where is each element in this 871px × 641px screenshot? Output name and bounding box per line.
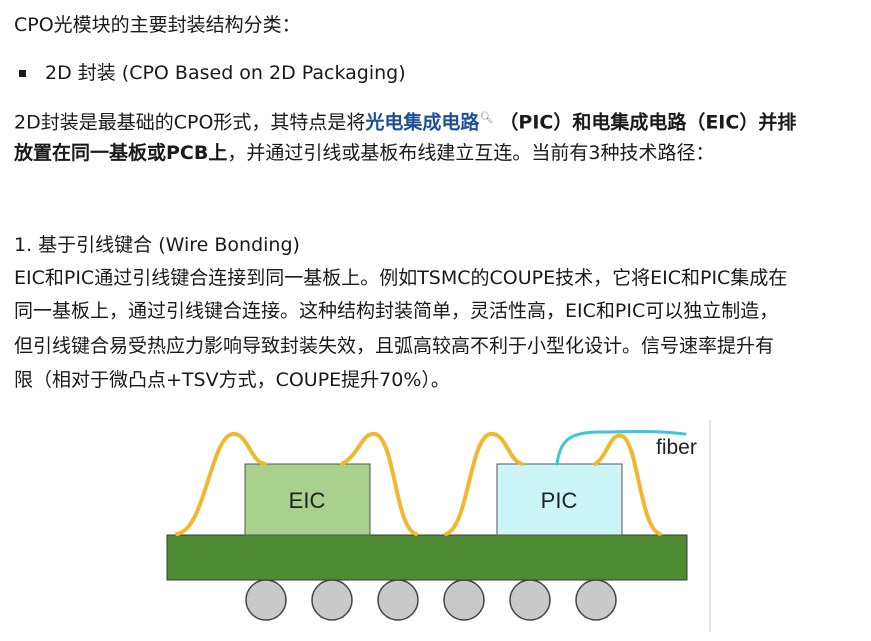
bond-wire: [175, 432, 267, 536]
optical-fiber: [555, 430, 687, 466]
intro-rest-text: ，并通过引线或基板布线建立互连。当前有3种技术路径：: [227, 142, 715, 164]
section-title-wire-bonding: 1. 基于引线键合 (Wire Bonding): [14, 234, 300, 256]
substrate: [166, 534, 688, 581]
intro-bold-text: （PIC）和电集成电路（EIC）并排: [499, 111, 797, 134]
section-body-line: 限（相对于微凸点+TSV方式，COUPE提升70%）。: [14, 369, 450, 391]
eic-chip: [244, 463, 371, 536]
fiber-label: fiber: [656, 436, 697, 459]
eic-label: EIC: [289, 488, 326, 513]
pic-link[interactable]: 光电集成电路: [365, 111, 480, 134]
intro-line-2: 放置在同一基板或PCB上，并通过引线或基板布线建立互连。当前有3种技术路径：: [14, 141, 714, 165]
bond-wire: [444, 432, 524, 536]
intro-bold-placement: 放置在同一基板或PCB上: [14, 142, 228, 164]
solder-ball: [509, 579, 551, 621]
bullet-marker: [19, 70, 26, 77]
bond-wire: [340, 431, 418, 536]
intro-text: 2D封装是最基础的CPO形式，其特点是将: [14, 111, 366, 134]
pic-chip: [496, 463, 623, 536]
intro-line-1: 2D封装是最基础的CPO形式，其特点是将光电集成电路🔍︎ （PIC）和电集成电路（…: [14, 106, 796, 134]
bond-wire: [593, 433, 662, 536]
section-body-line: 但引线键合易受热应力影响导致封装失效，且弧高较高不利于小型化设计。信号速率提升有: [14, 335, 775, 357]
solder-ball: [575, 579, 617, 621]
section-body-line: EIC和PIC通过引线键合连接到同一基板上。例如TSMC的COUPE技术，它将E…: [14, 267, 788, 289]
section-body-line: 同一基板上，通过引线键合连接。这种结构封装简单，灵活性高，EIC和PIC可以独立…: [14, 300, 779, 322]
page-heading: CPO光模块的主要封装结构分类：: [14, 14, 301, 36]
solder-ball: [377, 579, 419, 621]
search-icon[interactable]: 🔍︎: [479, 111, 494, 124]
solder-ball: [311, 579, 353, 621]
bullet-item-2d-packaging: 2D 封装 (CPO Based on 2D Packaging): [45, 62, 406, 84]
solder-ball: [245, 579, 287, 621]
wire-bonding-diagram: EIC PIC fiber: [166, 420, 711, 632]
solder-ball: [443, 579, 485, 621]
pic-label: PIC: [541, 488, 578, 513]
